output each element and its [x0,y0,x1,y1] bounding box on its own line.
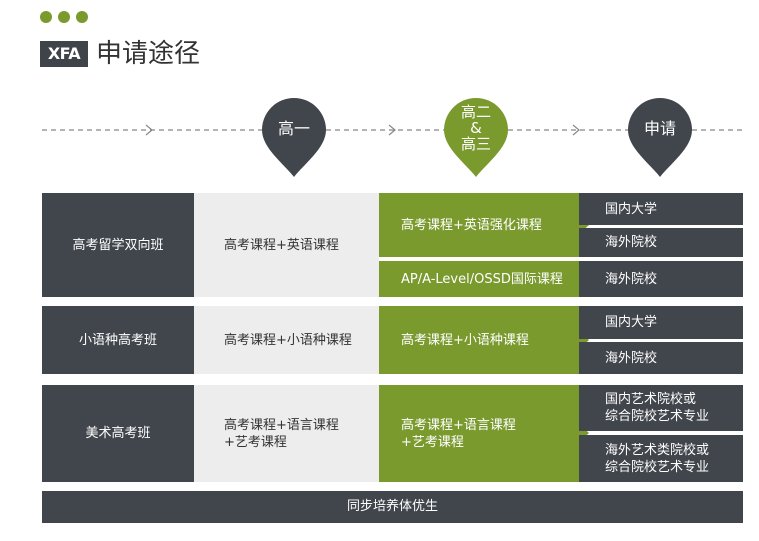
outcome: 海外院校 [579,261,743,297]
track-course: 高考课程+小语种课程 [379,306,579,374]
arrow [579,331,589,349]
stage1-label: 高一 [277,119,310,138]
outcome-line1: 海外艺术类院校或 [605,442,710,458]
track-course-line1: 高考课程+语言课程 [401,417,516,433]
footer-banner: 同步培养体优生 [42,491,743,523]
track-course: 高考课程+英语强化课程 [379,193,579,257]
program-group-1: 高考留学双向班 高考课程+英语课程 高考课程+英语强化课程 AP/A-Level… [42,193,743,297]
program-name: 高考留学双向班 [42,193,194,297]
pin-stage2 [444,98,508,177]
program-group-2: 小语种高考班 高考课程+小语种课程 高考课程+小语种课程 国内大学 海外院校 [42,306,743,374]
program-name: 美术高考班 [42,385,194,482]
pin-stage3 [628,98,692,177]
dot [76,11,88,23]
outcome-line2: 综合院校艺术专业 [605,459,710,475]
base-course-line2: +艺考课程 [224,434,287,450]
arrow [579,424,589,442]
timeline-graphic [42,98,743,177]
logo: XFA [40,41,88,67]
stage3-label: 申请 [643,119,676,138]
track-course: 高考课程+语言课程 +艺考课程 [379,385,579,482]
outcome: 国内大学 [579,306,743,339]
outcome-line2: 综合院校艺术专业 [605,409,710,424]
outcome: 海外院校 [579,228,743,257]
outcome: 海外院校 [579,342,743,374]
stage2-label: 高二 & 高三 [444,104,508,152]
stage2-amp: & [470,119,482,137]
pin-stage1 [262,98,326,177]
stage2-line1: 高二 [460,103,491,121]
stage2-line2: 高三 [460,135,491,153]
base-course: 高考课程+英语课程 [194,193,379,297]
page-title: 申请途径 [96,39,201,69]
base-course-line1: 高考课程+语言课程 [224,417,339,433]
arrow [579,216,589,234]
program-name: 小语种高考班 [42,306,194,374]
outcome-line1: 国内艺术院校或 [605,392,697,407]
track-course-line2: +艺考课程 [401,434,464,450]
timeline: 高一 高二 & 高三 申请 [0,92,759,182]
track-course: AP/A-Level/OSSD国际课程 [379,261,579,297]
outcome: 国内艺术院校或 综合院校艺术专业 [579,385,743,431]
dot [40,11,52,23]
program-group-3: 美术高考班 高考课程+语言课程 +艺考课程 高考课程+语言课程 +艺考课程 国内… [42,385,743,482]
outcome: 国内大学 [579,193,743,225]
outcome: 海外艺术类院校或 综合院校艺术专业 [579,435,743,482]
dot [58,11,70,23]
base-course: 高考课程+小语种课程 [194,306,379,374]
base-course: 高考课程+语言课程 +艺考课程 [194,385,379,482]
window-dots [40,11,88,23]
